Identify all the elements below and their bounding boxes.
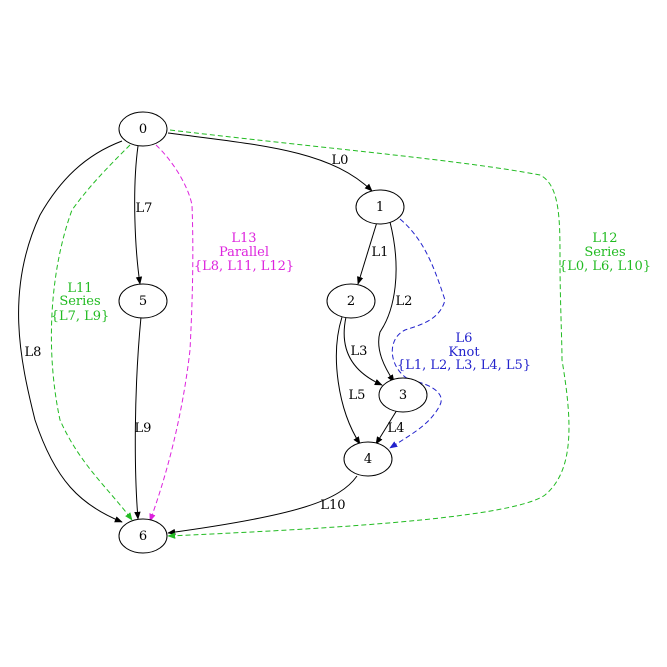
group-label-l11: L11 Series {L7, L9} xyxy=(51,281,110,324)
edge-l0 xyxy=(167,132,373,192)
group-l12-name: L12 xyxy=(592,231,617,246)
node-5[interactable]: 5 xyxy=(118,283,168,319)
group-l6-name: L6 xyxy=(456,331,473,346)
group-label-l6: L6 Knot {L1, L2, L3, L4, L5} xyxy=(397,331,531,373)
edge-label-l0: L0 xyxy=(332,153,349,168)
edge-l2 xyxy=(378,221,397,383)
node-3[interactable]: 3 xyxy=(378,377,428,413)
edge-l6-knot xyxy=(389,218,446,449)
edge-label-l10: L10 xyxy=(320,498,345,513)
group-l11-members: {L7, L9} xyxy=(51,309,110,324)
node-1-label: 1 xyxy=(376,200,384,215)
edge-l1 xyxy=(357,221,378,285)
edge-label-l4: L4 xyxy=(388,421,405,436)
node-4-label: 4 xyxy=(364,452,372,467)
edge-label-l2: L2 xyxy=(396,294,413,309)
node-4[interactable]: 4 xyxy=(343,441,393,477)
edge-l4 xyxy=(375,409,398,445)
edge-l10 xyxy=(167,475,358,536)
edge-label-l1: L1 xyxy=(372,245,389,260)
group-l6-type: Knot xyxy=(448,345,480,360)
node-0-label: 0 xyxy=(139,122,147,137)
node-6-label: 6 xyxy=(139,529,147,544)
group-l13-members: {L8, L11, L12} xyxy=(194,259,294,274)
edge-label-l5: L5 xyxy=(349,388,366,403)
edge-l12-series xyxy=(167,129,570,539)
node-1[interactable]: 1 xyxy=(355,189,405,225)
edge-label-l7: L7 xyxy=(136,201,153,216)
group-l12-members: {L0, L6, L10} xyxy=(559,259,651,274)
edge-label-l3: L3 xyxy=(351,344,368,359)
edge-l8 xyxy=(18,140,123,523)
edge-l9 xyxy=(134,316,142,520)
edge-l7 xyxy=(134,145,143,285)
node-2-label: 2 xyxy=(347,294,355,309)
node-3-label: 3 xyxy=(399,388,407,403)
node-2[interactable]: 2 xyxy=(326,283,376,319)
group-l12-type: Series xyxy=(584,245,625,260)
group-l11-type: Series xyxy=(59,294,100,309)
edge-l5 xyxy=(335,316,361,445)
node-0[interactable]: 0 xyxy=(118,111,168,147)
edge-label-l9: L9 xyxy=(135,421,152,436)
edge-l11-series xyxy=(50,144,133,521)
edge-l3 xyxy=(343,316,383,386)
group-label-l12: L12 Series {L0, L6, L10} xyxy=(559,231,651,274)
group-l6-members: {L1, L2, L3, L4, L5} xyxy=(397,358,531,373)
edge-label-l8: L8 xyxy=(25,345,42,360)
node-5-label: 5 xyxy=(139,294,147,309)
edge-l13-parallel xyxy=(149,144,194,522)
group-l13-name: L13 xyxy=(231,231,256,246)
node-6[interactable]: 6 xyxy=(118,518,168,554)
group-l11-name: L11 xyxy=(67,281,92,296)
group-l13-type: Parallel xyxy=(219,245,269,260)
group-label-l13: L13 Parallel {L8, L11, L12} xyxy=(194,231,294,274)
